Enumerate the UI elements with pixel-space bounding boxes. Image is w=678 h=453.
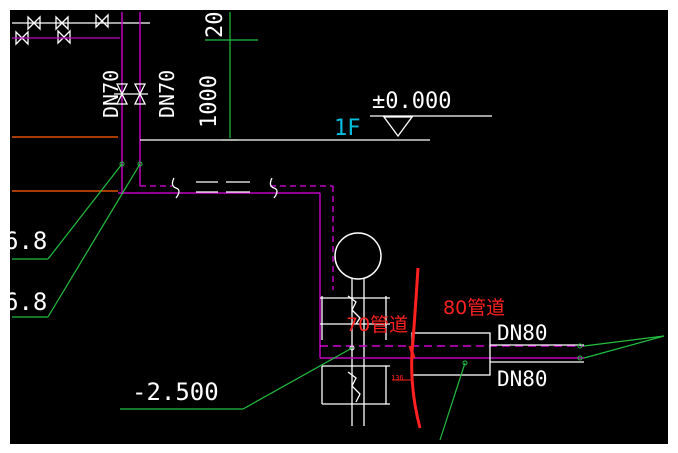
annotation-80-pipe: 80管道 xyxy=(443,297,505,319)
value-label-lower: 6.8 xyxy=(4,288,47,316)
outlet-node-2 xyxy=(577,355,583,361)
elevation-marker-zero xyxy=(370,115,492,138)
height-1000-label: 1000 xyxy=(197,75,222,128)
main-horizontal-pipe xyxy=(118,185,334,358)
dim-text-top: 20 xyxy=(203,12,228,39)
outlet-pipe xyxy=(320,345,584,359)
annotation-70-pipe: 70管道 xyxy=(346,314,408,336)
pipe-node-left xyxy=(119,161,125,167)
elevation-label-minus: -2.500 xyxy=(132,378,219,406)
dn70-label-left: DN70 xyxy=(99,70,123,118)
pipe-node-right xyxy=(137,161,143,167)
red-stub xyxy=(408,345,416,359)
riser-valve-pair xyxy=(114,83,148,105)
meter-circle xyxy=(334,232,382,280)
value-label-upper: 6.8 xyxy=(4,227,47,255)
outlet-node-4 xyxy=(349,345,355,351)
leader-minus-2500 xyxy=(120,347,353,410)
pipe-break-symbols xyxy=(171,177,278,199)
outlet-node-3 xyxy=(462,360,468,366)
vertical-fitting-assembly xyxy=(320,279,390,426)
top-valve-cluster xyxy=(12,13,150,46)
leader-lines-right xyxy=(439,335,665,441)
floor-label-1f: 1F xyxy=(334,116,361,141)
dn70-label-right: DN70 xyxy=(155,70,179,118)
dn80-label-upper: DN80 xyxy=(497,321,548,345)
drawing-background xyxy=(10,10,668,444)
dn80-label-lower: DN80 xyxy=(497,367,548,391)
elevation-label-zero: ±0.000 xyxy=(372,89,451,114)
small-tag-label: 136 xyxy=(391,374,404,382)
leader-lines-upper xyxy=(12,163,141,318)
outlet-node-1 xyxy=(577,343,583,349)
